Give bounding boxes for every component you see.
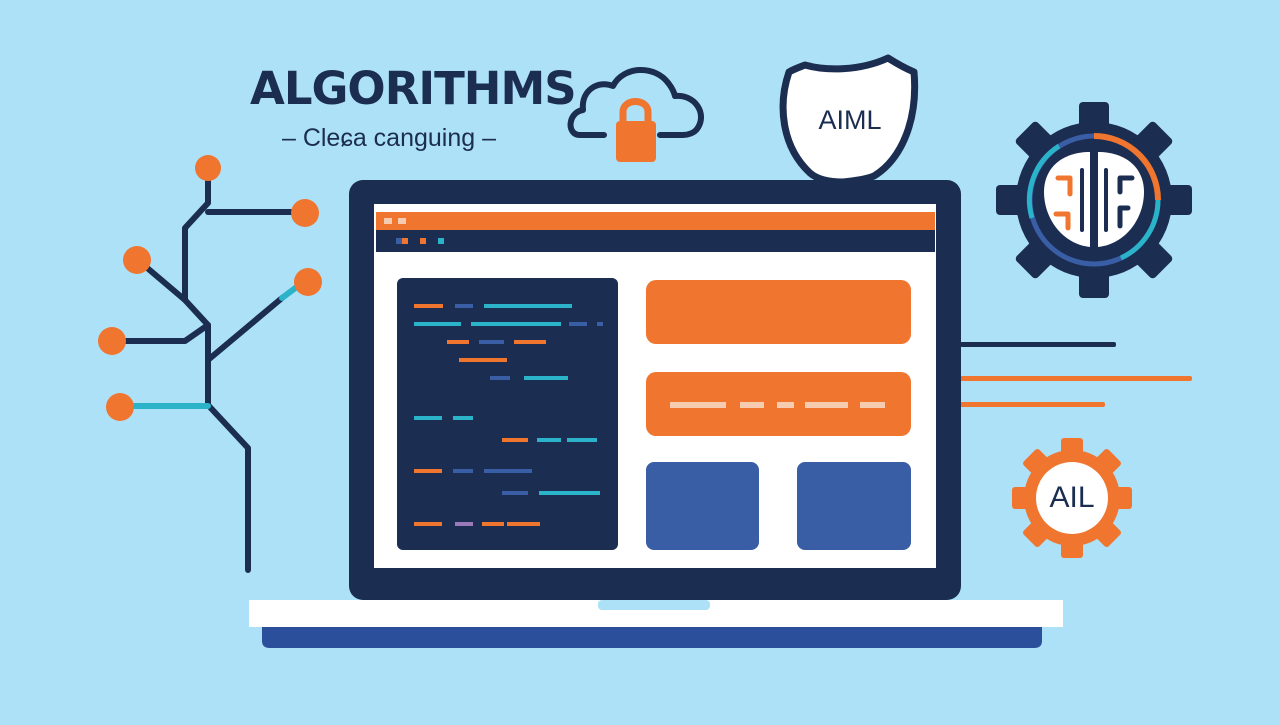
page-subtitle: – Cleɕa canguing – xyxy=(281,124,497,152)
shield-icon xyxy=(779,54,919,186)
tree-node xyxy=(106,393,134,421)
shield-label: AIML xyxy=(818,105,882,135)
window-toolbar xyxy=(376,230,935,252)
window-titlebar xyxy=(376,212,935,230)
tree-node xyxy=(291,199,319,227)
gear-icon xyxy=(1012,438,1132,558)
decorative-lines xyxy=(960,342,1192,407)
tree-node xyxy=(123,246,151,274)
tree-node xyxy=(195,155,221,181)
tree-node xyxy=(98,327,126,355)
tree-node xyxy=(294,268,322,296)
tile xyxy=(797,462,911,550)
tile xyxy=(646,462,759,550)
node-tree-icon xyxy=(98,155,322,573)
content-card xyxy=(646,280,911,344)
laptop-icon xyxy=(249,180,1063,648)
laptop-base-shadow xyxy=(262,627,1042,648)
laptop-notch xyxy=(598,600,710,610)
cloud-lock-icon xyxy=(567,67,704,162)
code-lines xyxy=(414,304,603,526)
gear-label: AIL xyxy=(1049,481,1095,514)
page-title: ALGORITHMS xyxy=(250,62,577,115)
brain-gear-icon xyxy=(996,102,1192,298)
code-panel xyxy=(397,278,618,550)
